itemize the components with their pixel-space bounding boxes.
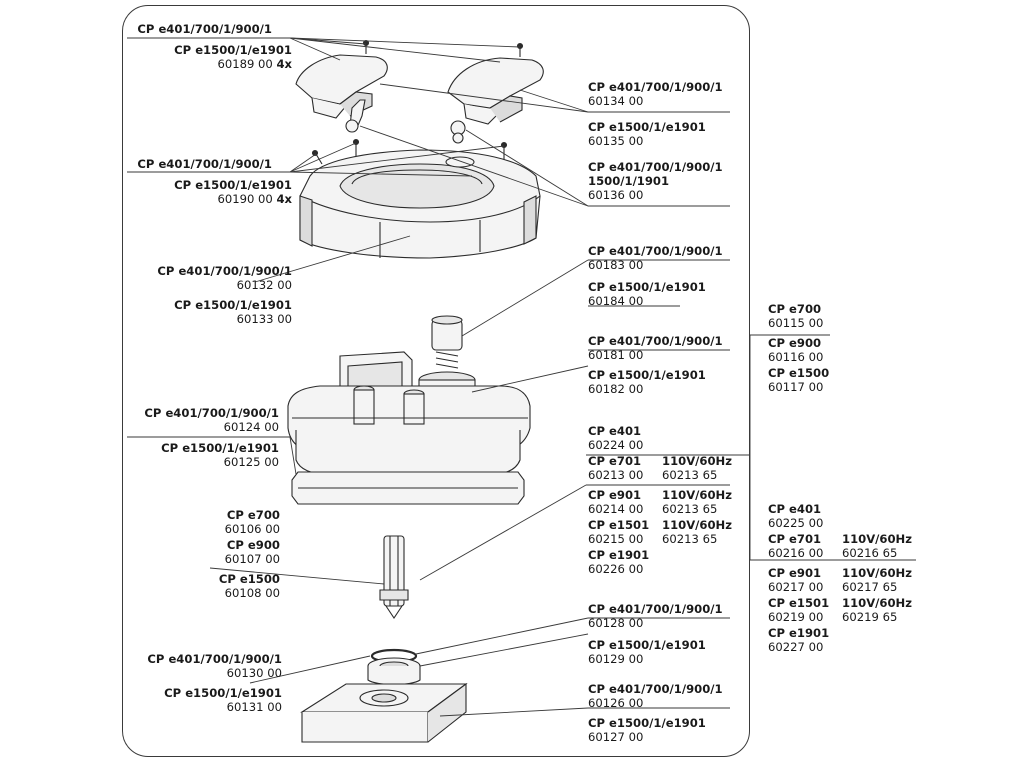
label-60126: CP e401/700/1/900/1 60126 00	[588, 682, 723, 710]
label-head-60132: CP e401/700/1/900/1 60132 00	[157, 264, 292, 292]
label-clip-60135: CP e1500/1/e1901 60135 00	[588, 120, 706, 148]
label-head-60133: CP e1500/1/e1901 60133 00	[174, 298, 292, 326]
label-head-screws-a: CP e401/700/1/900/1	[137, 157, 272, 171]
label-60131: CP e1500/1/e1901 60131 00	[164, 686, 282, 714]
label-60213-65-c: 110V/60Hz 60213 65	[662, 518, 732, 546]
label-60227: CP e1901 60227 00	[768, 626, 830, 654]
label-60182: CP e1500/1/e1901 60182 00	[588, 368, 706, 396]
label-60214: CP e901 60214 00	[588, 488, 644, 516]
label-60213-65-b: 110V/60Hz 60213 65	[662, 488, 732, 516]
label-60225: CP e401 60225 00	[768, 502, 824, 530]
bottom-plate	[300, 682, 468, 743]
screw-mid-2	[352, 138, 360, 157]
label-60183: CP e401/700/1/900/1 60183 00	[588, 244, 723, 272]
leader-lines	[127, 37, 916, 717]
label-60115: CP e700 60115 00	[768, 302, 824, 330]
label-60124: CP e401/700/1/900/1 60124 00	[144, 406, 279, 434]
label-60125: CP e1500/1/e1901 60125 00	[161, 441, 279, 469]
label-60216: CP e701 60216 00	[768, 532, 824, 560]
label-60217-65: 110V/60Hz 60217 65	[842, 566, 912, 594]
pump-housing	[287, 351, 531, 480]
label-60181: CP e401/700/1/900/1 60181 00	[588, 334, 723, 362]
label-60128: CP e401/700/1/900/1 60128 00	[588, 602, 723, 630]
label-60136: CP e401/700/1/900/1 1500/1/1901 60136 00	[588, 160, 723, 202]
label-clip-60134: CP e401/700/1/900/1 60134 00	[588, 80, 723, 108]
label-60117: CP e1500 60117 00	[768, 366, 830, 394]
label-head-screws-b: CP e1500/1/e1901 60190 00 4x	[174, 178, 292, 206]
label-60216-65: 110V/60Hz 60216 65	[842, 532, 912, 560]
clip-right	[447, 57, 544, 144]
label-60226: CP e1901 60226 00	[588, 548, 650, 576]
label-60106: CP e700 60106 00	[224, 508, 280, 536]
base-plate	[291, 471, 525, 505]
screw-top-right	[516, 42, 524, 57]
label-60219-65: 110V/60Hz 60219 65	[842, 596, 912, 624]
label-60130: CP e401/700/1/900/1 60130 00	[147, 652, 282, 680]
label-60213-65-a: 110V/60Hz 60213 65	[662, 454, 732, 482]
label-60219: CP e1501 60219 00	[768, 596, 830, 624]
label-60217: CP e901 60217 00	[768, 566, 824, 594]
impeller-cover	[367, 657, 421, 686]
label-lid-clip-screws-a: CP e401/700/1/900/1	[137, 22, 272, 36]
label-60213: CP e701 60213 00	[588, 454, 644, 482]
label-60215: CP e1501 60215 00	[588, 518, 650, 546]
label-60116: CP e900 60116 00	[768, 336, 824, 364]
label-60127: CP e1500/1/e1901 60127 00	[588, 716, 706, 744]
label-lid-clip-screws-b: CP e1500/1/e1901 60189 00 4x	[174, 43, 292, 71]
lid-head	[299, 149, 541, 259]
drawing-frame	[122, 5, 750, 757]
part-illustrations	[287, 39, 544, 743]
screw-mid-3	[500, 141, 508, 160]
label-60224: CP e401 60224 00	[588, 424, 644, 452]
label-60108: CP e1500 60108 00	[218, 572, 280, 600]
label-60129: CP e1500/1/e1901 60129 00	[588, 638, 706, 666]
label-60184: CP e1500/1/e1901 60184 00	[588, 280, 706, 308]
clip-left	[295, 54, 388, 133]
label-60107: CP e900 60107 00	[224, 538, 280, 566]
impeller	[379, 535, 409, 619]
